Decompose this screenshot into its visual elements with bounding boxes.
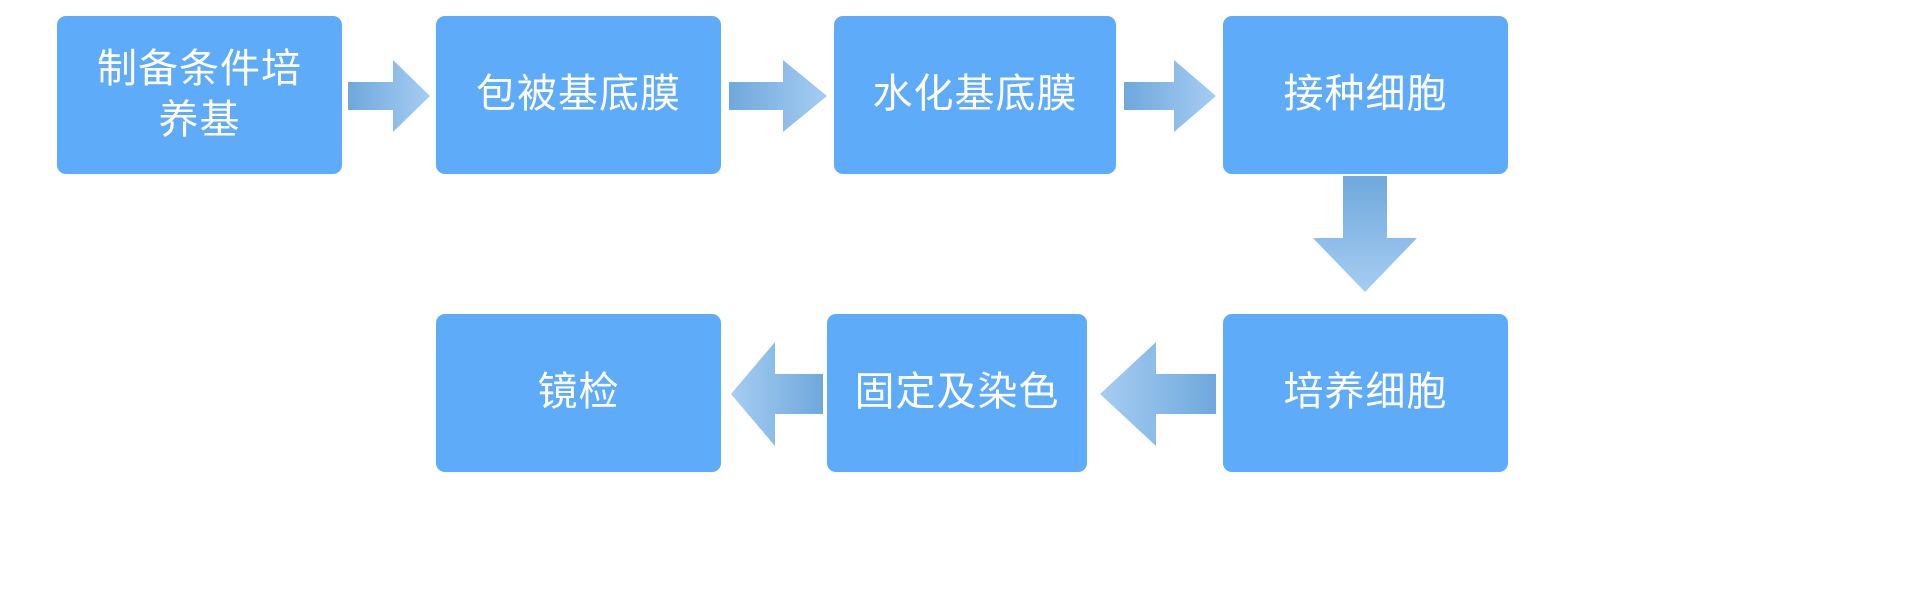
flow-node-seed-cells[interactable]: 接种细胞	[1223, 16, 1508, 174]
arrow-down-icon	[1313, 176, 1417, 292]
flow-node-prepare-conditioned-medium[interactable]: 制备条件培 养基	[57, 16, 342, 174]
flow-node-label: 镜检	[537, 370, 620, 415]
flow-node-label: 固定及染色	[854, 370, 1060, 415]
flow-node-label: 水化基底膜	[872, 72, 1078, 117]
flow-node-culture-cells[interactable]: 培养细胞	[1223, 314, 1508, 472]
flow-node-microscopy[interactable]: 镜检	[436, 314, 721, 472]
arrow-left-icon	[731, 342, 823, 446]
arrow-right-icon	[1124, 60, 1216, 132]
flow-node-coat-basement-membrane[interactable]: 包被基底膜	[436, 16, 721, 174]
flow-node-label: 培养细胞	[1283, 370, 1448, 415]
flow-node-label: 包被基底膜	[476, 72, 681, 117]
flow-node-label: 制备条件培 养基	[97, 46, 302, 142]
arrow-right-icon	[729, 60, 827, 132]
flow-node-label: 接种细胞	[1283, 72, 1448, 117]
flow-node-hydrate-basement-membrane[interactable]: 水化基底膜	[834, 16, 1116, 174]
flow-node-fix-and-stain[interactable]: 固定及染色	[827, 314, 1087, 472]
arrow-right-icon	[348, 60, 430, 132]
arrow-left-icon	[1100, 342, 1216, 446]
